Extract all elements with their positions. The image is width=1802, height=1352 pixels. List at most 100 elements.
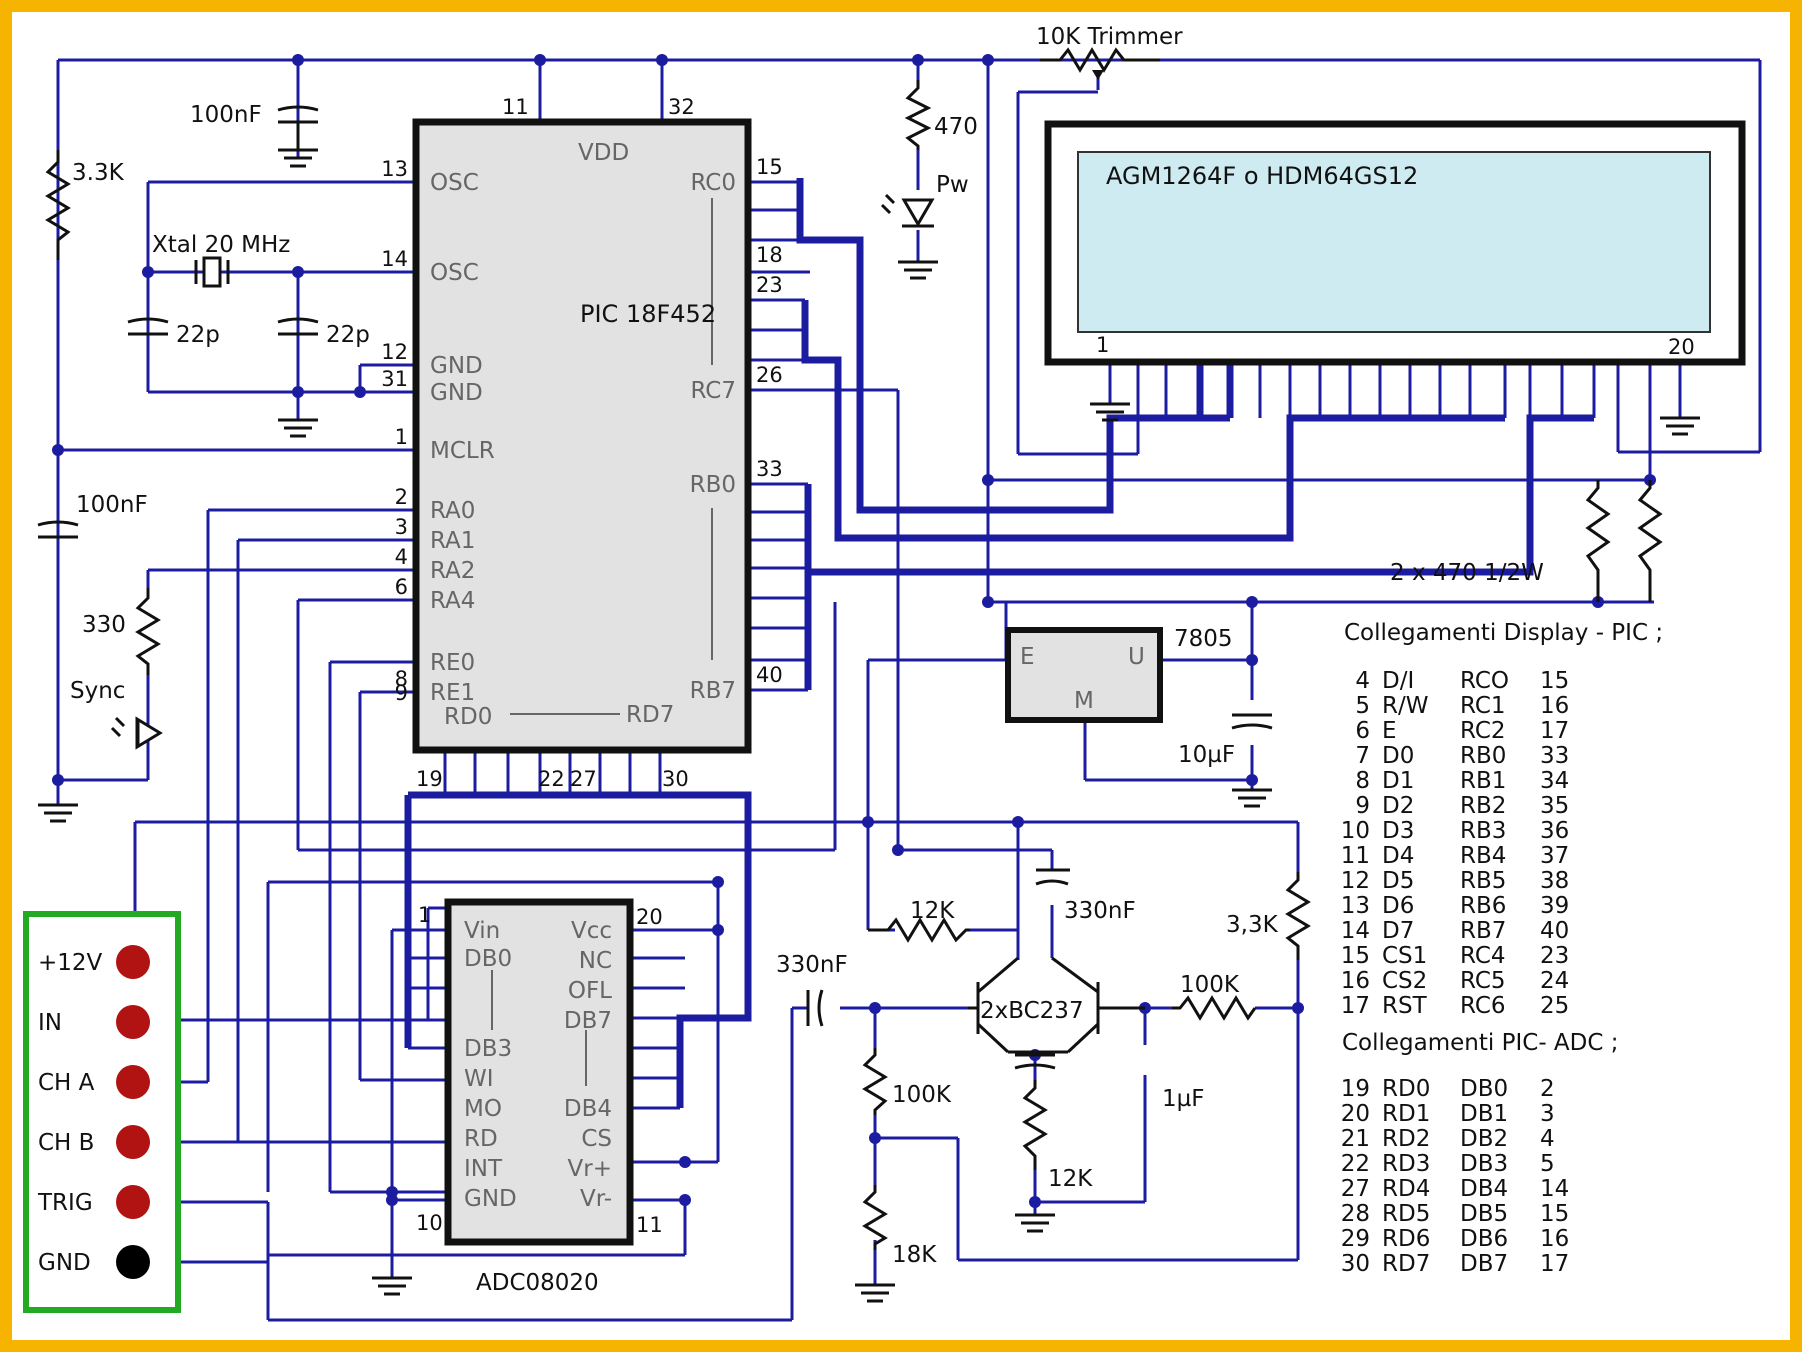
c22p-a-label: 22p	[176, 322, 220, 348]
table-cell: 13	[1341, 893, 1370, 919]
r12k-a-label: 12K	[910, 898, 955, 924]
cap-10uf	[1231, 713, 1273, 730]
pic-pin-name: RA1	[430, 528, 475, 554]
table-cell: R/W	[1382, 693, 1428, 719]
adc-pin-name: RD	[464, 1126, 498, 1152]
adc-pin-name: INT	[464, 1156, 503, 1182]
r33k-b-label: 3,3K	[1226, 912, 1279, 938]
ground-icon	[278, 418, 318, 438]
ground-icon	[372, 1276, 412, 1296]
trimmer-label: 10K Trimmer	[1036, 24, 1183, 50]
table-cell: D6	[1382, 893, 1414, 919]
table-cell: 9	[1355, 793, 1370, 819]
connector-pin-terminal	[116, 1125, 150, 1159]
table-cell: 33	[1540, 743, 1569, 769]
pic-pin-22: 22	[538, 767, 565, 791]
ground-icon	[1015, 1213, 1055, 1233]
table-cell: D1	[1382, 768, 1414, 794]
table-cell: DB1	[1460, 1101, 1508, 1127]
resistor-100k-b	[862, 1048, 888, 1115]
connector-pin-terminal	[116, 1065, 150, 1099]
table-cell: 40	[1540, 918, 1569, 944]
lcd-data-pins	[1198, 362, 1596, 418]
connector-pin-label: TRIG	[37, 1190, 93, 1216]
c330n-b-label: 330nF	[1064, 898, 1136, 924]
table-cell: 16	[1540, 693, 1569, 719]
table-cell: 14	[1540, 1176, 1569, 1202]
r12k-b-label: 12K	[1048, 1166, 1093, 1192]
adc-pin-1: 1	[418, 903, 431, 927]
cap-22p-a	[127, 317, 169, 336]
adc-pin-name: DB0	[464, 946, 512, 972]
led-pw-icon	[880, 193, 935, 228]
r2x470-label: 2 x 470 1/2W	[1390, 560, 1544, 586]
c1u-label: 1µF	[1162, 1086, 1205, 1112]
table-cell: 38	[1540, 868, 1569, 894]
adc-pin-name: OFL	[568, 978, 612, 1004]
table-cell: 39	[1540, 893, 1569, 919]
connector-pin-label: IN	[38, 1010, 62, 1036]
table-cell: RD5	[1382, 1201, 1430, 1227]
table-cell: 16	[1540, 1226, 1569, 1252]
table-cell: 6	[1355, 718, 1370, 744]
ground-icon	[1232, 788, 1272, 808]
transistors-label: 2xBC237	[980, 998, 1084, 1024]
pic-rd7-label: RD7	[626, 702, 674, 728]
display-table-title: Collegamenti Display - PIC ;	[1344, 620, 1663, 646]
table-cell: 5	[1540, 1151, 1555, 1177]
c100n-b-label: 100nF	[76, 492, 148, 518]
table-cell: 20	[1341, 1101, 1370, 1127]
transistor-pair-icon	[968, 956, 1145, 1054]
pic-pin-name: OSC	[430, 170, 479, 196]
table-cell: 4	[1355, 668, 1370, 694]
pic-pin-number: 26	[756, 363, 783, 387]
table-cell: RB7	[1460, 918, 1506, 944]
pic-pin-name: RA4	[430, 588, 475, 614]
table-cell: RD6	[1382, 1226, 1430, 1252]
table-cell: 25	[1540, 993, 1569, 1019]
resistor-3-3k	[45, 150, 71, 260]
cap-100nf-mid	[37, 520, 79, 539]
adc-pin-name: Vin	[464, 918, 500, 944]
resistor-12k-a	[868, 917, 970, 943]
connector-pin-terminal	[116, 1185, 150, 1219]
trimmer-wiper-icon	[1092, 70, 1104, 80]
ground-icon	[278, 148, 318, 168]
table-cell: RC6	[1460, 993, 1506, 1019]
c22p-b-label: 22p	[326, 322, 370, 348]
table-cell: RST	[1382, 993, 1428, 1019]
connector-pin-terminal	[116, 945, 150, 979]
table-cell: 15	[1540, 1201, 1569, 1227]
crystal-icon	[194, 256, 230, 288]
table-cell: RCO	[1460, 668, 1509, 694]
table-cell: 15	[1341, 943, 1370, 969]
table-cell: 2	[1540, 1076, 1555, 1102]
ground-icon	[1660, 416, 1700, 436]
regulator-7805	[1005, 627, 1163, 723]
io-connector	[23, 911, 181, 1313]
pic-pin-name: RB7	[690, 678, 736, 704]
pic-pin-number: 12	[381, 340, 408, 364]
table-cell: 36	[1540, 818, 1569, 844]
regulator-name: 7805	[1174, 626, 1233, 652]
connector-pin-label: GND	[38, 1250, 91, 1276]
pic-pin-number: 23	[756, 273, 783, 297]
resistor-3-3k-b	[1285, 872, 1311, 960]
trimmer-resistor	[1040, 47, 1160, 73]
table-cell: DB7	[1460, 1251, 1508, 1277]
table-cell: 10	[1341, 818, 1370, 844]
table-cell: DB3	[1460, 1151, 1508, 1177]
adc-pin-name: DB7	[564, 1008, 612, 1034]
pic-pin-name: RA2	[430, 558, 475, 584]
table-cell: D4	[1382, 843, 1414, 869]
r33k-label: 3.3K	[72, 160, 125, 186]
table-cell: RC5	[1460, 968, 1506, 994]
table-cell: 14	[1341, 918, 1370, 944]
table-cell: RD7	[1382, 1251, 1430, 1277]
table-cell: RC1	[1460, 693, 1506, 719]
pic-pin-27: 27	[570, 767, 597, 791]
table-cell: 16	[1341, 968, 1370, 994]
connector-pin-label: +12V	[38, 950, 103, 976]
